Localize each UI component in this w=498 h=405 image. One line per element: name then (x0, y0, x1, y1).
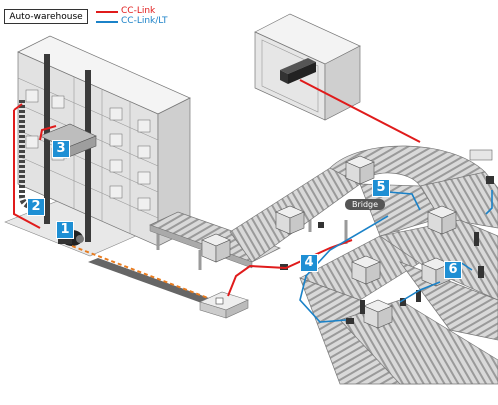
badge-6: 6 (444, 261, 462, 279)
badge-4: 4 (300, 254, 318, 272)
dashed-link (71, 245, 209, 299)
remote-io-station (199, 291, 249, 319)
badge-3: 3 (52, 140, 70, 158)
cc-link-swatch (96, 11, 118, 13)
storage-rack (17, 35, 191, 247)
diagram-title: Auto-warehouse (4, 9, 88, 24)
control-cabinet (254, 13, 361, 121)
legend-label: CC-Link/LT (121, 16, 168, 26)
cc-link-lt-swatch (96, 21, 118, 23)
cc-link-cabling (13, 79, 421, 297)
badge-1: 1 (56, 221, 74, 239)
legend-label: CC-Link (121, 6, 156, 16)
floor-rail (88, 258, 220, 306)
conveyor-boxes (201, 155, 457, 329)
cc-link-lt-cabling (299, 190, 493, 323)
sensor-devices (280, 149, 494, 324)
cable-chain (19, 100, 41, 211)
badge-2: 2 (27, 198, 45, 216)
badge-5: 5 (372, 179, 390, 197)
bridge-label: Bridge (345, 199, 385, 210)
